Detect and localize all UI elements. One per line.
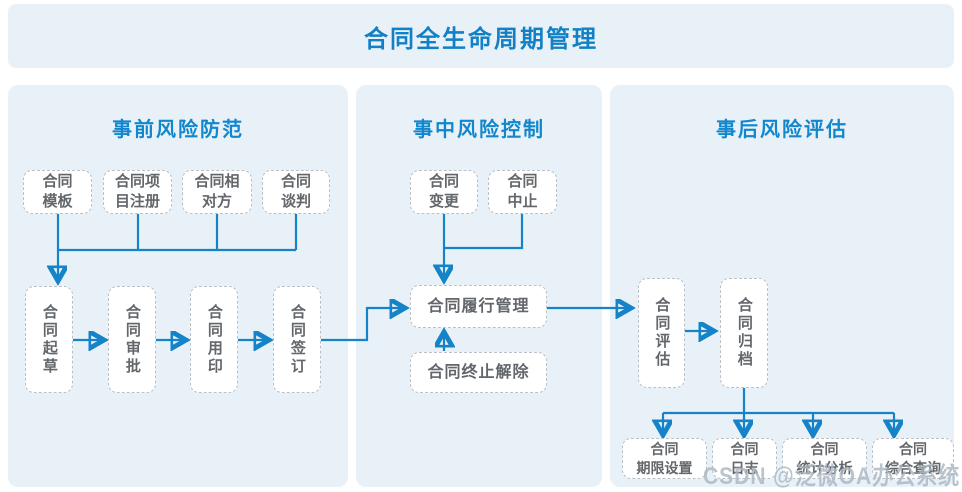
section-title-mid-risk: 事中风险控制: [413, 119, 545, 141]
node-contract-project-registration: 合同项 目注册: [103, 170, 172, 214]
page-title: 合同全生命周期管理: [364, 25, 598, 53]
node-contract-change: 合同 变更: [410, 170, 478, 214]
watermark-text: CSDN @泛微OA办公系统: [702, 463, 960, 490]
panel-pre-risk: 事前风险防范 合同 模板 合同项 目注册 合同相 对方 合同 谈判 合同起草 合…: [8, 85, 348, 487]
node-contract-comprehensive-query: 合同 综合查询: [872, 438, 954, 479]
node-contract-negotiation: 合同 谈判: [262, 170, 330, 214]
node-contract-log: 合同 日志: [712, 438, 777, 479]
section-title-post-risk: 事后风险评估: [716, 119, 848, 141]
node-contract-suspension: 合同 中止: [488, 170, 557, 214]
node-contract-sealing: 合同用印: [190, 286, 238, 393]
node-contract-template: 合同 模板: [23, 170, 92, 214]
node-contract-approval: 合同审批: [108, 286, 156, 393]
panel-post-risk: 事后风险评估 合同评估 合同归档 合同 期限设置 合同 日志 合同 统计分析 合…: [610, 85, 954, 487]
node-contract-counterparty: 合同相 对方: [182, 170, 252, 214]
node-contract-archiving: 合同归档: [720, 278, 768, 388]
node-contract-termination: 合同终止解除: [410, 352, 547, 393]
node-contract-performance-management: 合同履行管理: [410, 285, 547, 328]
node-contract-statistics-analysis: 合同 统计分析: [782, 438, 867, 479]
header-band: 合同全生命周期管理: [8, 4, 954, 68]
node-contract-evaluation: 合同评估: [638, 278, 685, 388]
section-title-pre-risk: 事前风险防范: [112, 119, 244, 141]
node-contract-drafting: 合同起草: [25, 286, 73, 393]
node-contract-signing: 合同签订: [273, 286, 321, 393]
panel-mid-risk: 事中风险控制 合同 变更 合同 中止 合同履行管理 合同终止解除: [356, 85, 602, 487]
node-contract-term-setting: 合同 期限设置: [622, 438, 707, 479]
